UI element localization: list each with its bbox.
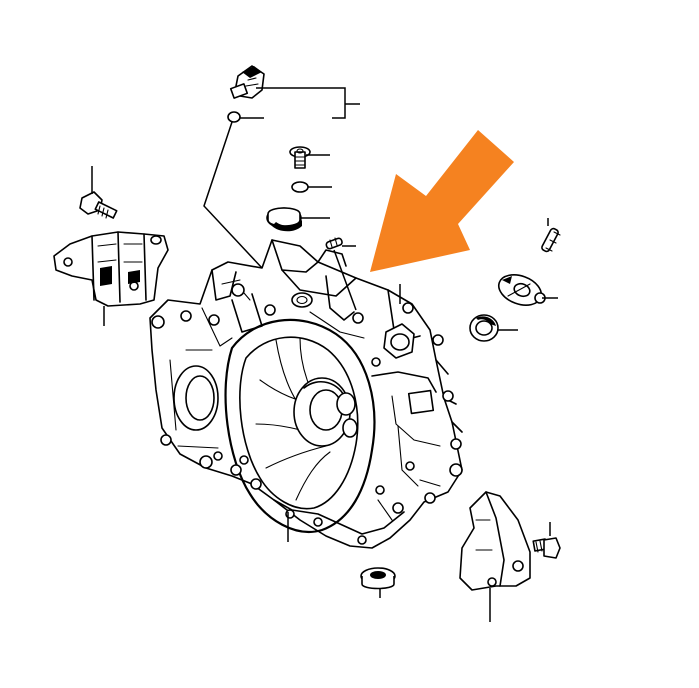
oil-seal [469, 314, 499, 342]
oil-deflector [497, 274, 546, 306]
drain-grommet [360, 567, 396, 590]
arrow-icon [370, 130, 514, 272]
drain-bolt [289, 146, 311, 169]
filler-plug [266, 207, 302, 232]
drain-bolt-washer [291, 181, 309, 193]
leader-lines [91, 87, 558, 622]
transmission-housing [149, 239, 463, 549]
mount-bracket-right [459, 491, 531, 591]
dowel-pin [541, 227, 561, 253]
mount-bolt-right [532, 537, 561, 559]
mount-bracket-left [53, 231, 169, 307]
sensor-o-ring [227, 111, 241, 123]
mount-bolt-left [79, 191, 118, 219]
spring-pin [325, 237, 343, 250]
speed-sensor [229, 65, 265, 99]
highlight-arrow [370, 130, 514, 272]
